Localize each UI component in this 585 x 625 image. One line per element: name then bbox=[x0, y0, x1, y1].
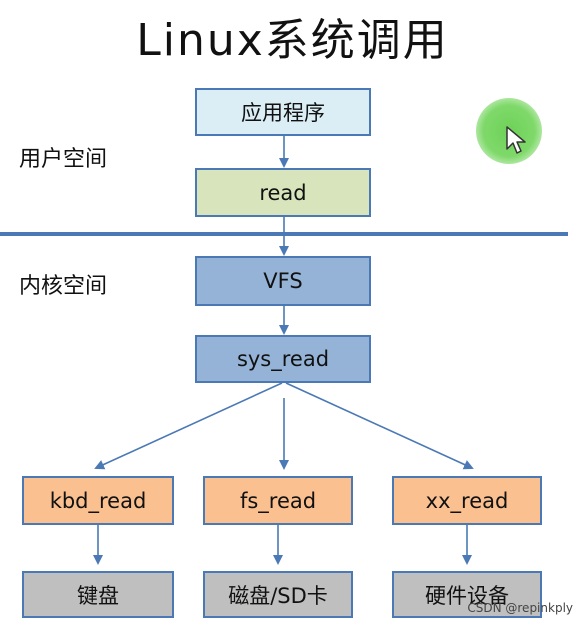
kernel-space-label: 内核空间 bbox=[19, 274, 108, 299]
vfs-box: VFS bbox=[195, 256, 371, 306]
fs-read-box: fs_read bbox=[203, 476, 353, 525]
xx-read-box: xx_read bbox=[392, 476, 542, 525]
app-box: 应用程序 bbox=[195, 88, 371, 136]
keyboard-box: 键盘 bbox=[22, 571, 174, 618]
cursor-icon bbox=[506, 126, 526, 154]
arrow-sysread-to-kbdread bbox=[94, 382, 283, 470]
user-space-label: 用户空间 bbox=[19, 147, 108, 172]
disk-box: 磁盘/SD卡 bbox=[203, 571, 353, 618]
watermark: CSDN @repinkply bbox=[467, 601, 573, 615]
kbd-read-box: kbd_read bbox=[22, 476, 174, 525]
read-box: read bbox=[195, 168, 371, 217]
hardware-box: 硬件设备 bbox=[392, 571, 542, 618]
diagram-title: Linux系统调用 bbox=[136, 15, 449, 66]
sys-read-box: sys_read bbox=[195, 335, 371, 383]
arrow-sysread-to-xxread bbox=[285, 382, 474, 470]
